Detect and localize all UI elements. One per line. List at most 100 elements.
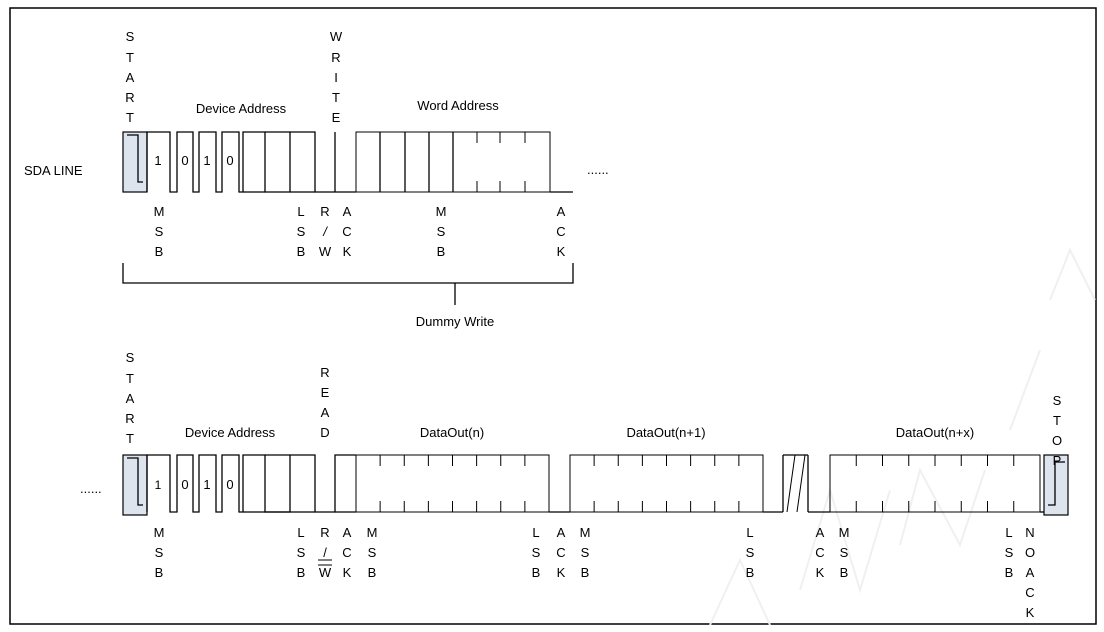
ack-letter: C: [342, 224, 351, 239]
bit-label: 1: [203, 153, 210, 168]
write-letter: R: [331, 50, 340, 65]
lsb-label: L S B: [746, 525, 755, 580]
msb-letter: B: [155, 244, 164, 259]
lsb-letter: S: [1005, 545, 1014, 560]
ack-letter: A: [343, 525, 352, 540]
ack-letter: C: [342, 545, 351, 560]
msb-letter: M: [367, 525, 378, 540]
stop-label: S T O P: [1052, 393, 1062, 468]
top-waveform: [122, 131, 574, 305]
start-letter: A: [126, 391, 135, 406]
msb-letter: S: [437, 224, 446, 239]
word-address-label: Word Address: [417, 98, 499, 113]
rw-label: R / W: [319, 204, 332, 259]
msb-label: M S B: [436, 204, 447, 259]
lsb-label: L S B: [1005, 525, 1014, 580]
lsb-letter: S: [532, 545, 541, 560]
msb-label: M S B: [367, 525, 378, 580]
write-letter: I: [334, 70, 338, 85]
continuation-ellipsis: ......: [80, 481, 102, 496]
lsb-letter: S: [746, 545, 755, 560]
lsb-label: L S B: [297, 204, 306, 259]
msb-letter: M: [436, 204, 447, 219]
bit-label: 1: [203, 477, 210, 492]
lsb-label: L S B: [532, 525, 541, 580]
ack-label: A C K: [815, 525, 824, 580]
noack-letter: O: [1025, 545, 1035, 560]
bit-label: 0: [226, 153, 233, 168]
msb-letter: B: [368, 565, 377, 580]
read-letter: R: [320, 365, 329, 380]
start-letter: T: [126, 371, 134, 386]
stop-letter: P: [1053, 453, 1062, 468]
lsb-letter: L: [297, 204, 304, 219]
msb-letter: M: [154, 525, 165, 540]
lsb-label: L S B: [297, 525, 306, 580]
msb-letter: M: [154, 204, 165, 219]
noack-letter: A: [1026, 565, 1035, 580]
write-letter: W: [330, 29, 343, 44]
msb-label: M S B: [154, 525, 165, 580]
diagram-frame: [9, 7, 1097, 625]
read-letter: A: [321, 405, 330, 420]
ack-letter: C: [556, 545, 565, 560]
noack-letter: C: [1025, 585, 1034, 600]
rw-letter: R: [320, 204, 329, 219]
stop-letter: S: [1053, 393, 1062, 408]
start-letter: R: [125, 411, 134, 426]
ack-letter: A: [557, 525, 566, 540]
start-letter: R: [125, 90, 134, 105]
bit-label: 1: [154, 153, 161, 168]
rw-label: R / W: [318, 525, 332, 580]
msb-letter: S: [368, 545, 377, 560]
noack-letter: K: [1026, 605, 1035, 620]
start-letter: T: [126, 50, 134, 65]
msb-letter: B: [840, 565, 849, 580]
sda-line-label: SDA LINE: [24, 163, 83, 178]
msb-letter: S: [155, 224, 164, 239]
bit-label: 1: [155, 478, 162, 492]
start-letter: T: [126, 110, 134, 125]
stop-letter: O: [1052, 433, 1062, 448]
dummy-write-label: Dummy Write: [416, 314, 494, 329]
msb-letter: B: [581, 565, 590, 580]
msb-letter: M: [580, 525, 591, 540]
noack-label: N O A C K: [1025, 525, 1035, 620]
rw-letter: /: [322, 224, 328, 239]
msb-letter: M: [839, 525, 850, 540]
ack-label: A C K: [556, 525, 565, 580]
bit-label: 0: [226, 477, 233, 492]
lsb-letter: L: [746, 525, 753, 540]
lsb-letter: B: [746, 565, 755, 580]
bit-label: 0: [181, 477, 188, 492]
ack-letter: A: [343, 204, 352, 219]
lsb-letter: B: [297, 565, 306, 580]
ack-label: A C K: [342, 204, 351, 259]
write-letter: E: [332, 110, 341, 125]
write-label: W R I T E: [330, 29, 343, 125]
start-label: S T A R T: [125, 350, 134, 446]
dataout-nx-label: DataOut(n+x): [896, 425, 974, 440]
msb-letter: B: [437, 244, 446, 259]
rw-letter: /: [323, 545, 327, 560]
start-letter: A: [126, 70, 135, 85]
msb-label: M S B: [154, 204, 165, 259]
start-letter: S: [126, 29, 135, 44]
lsb-letter: B: [1005, 565, 1014, 580]
ack-letter: K: [343, 244, 352, 259]
read-label: R E A D: [320, 365, 329, 440]
read-letter: D: [320, 425, 329, 440]
ack-label: A C K: [342, 525, 351, 580]
start-letter: S: [126, 350, 135, 365]
ack-letter: A: [557, 204, 566, 219]
lsb-letter: B: [297, 244, 306, 259]
msb-letter: S: [840, 545, 849, 560]
ack-letter: K: [343, 565, 352, 580]
ack-letter: A: [816, 525, 825, 540]
lsb-letter: S: [297, 224, 306, 239]
ack-letter: C: [815, 545, 824, 560]
noack-letter: N: [1025, 525, 1034, 540]
msb-letter: S: [155, 545, 164, 560]
msb-label: M S B: [839, 525, 850, 580]
